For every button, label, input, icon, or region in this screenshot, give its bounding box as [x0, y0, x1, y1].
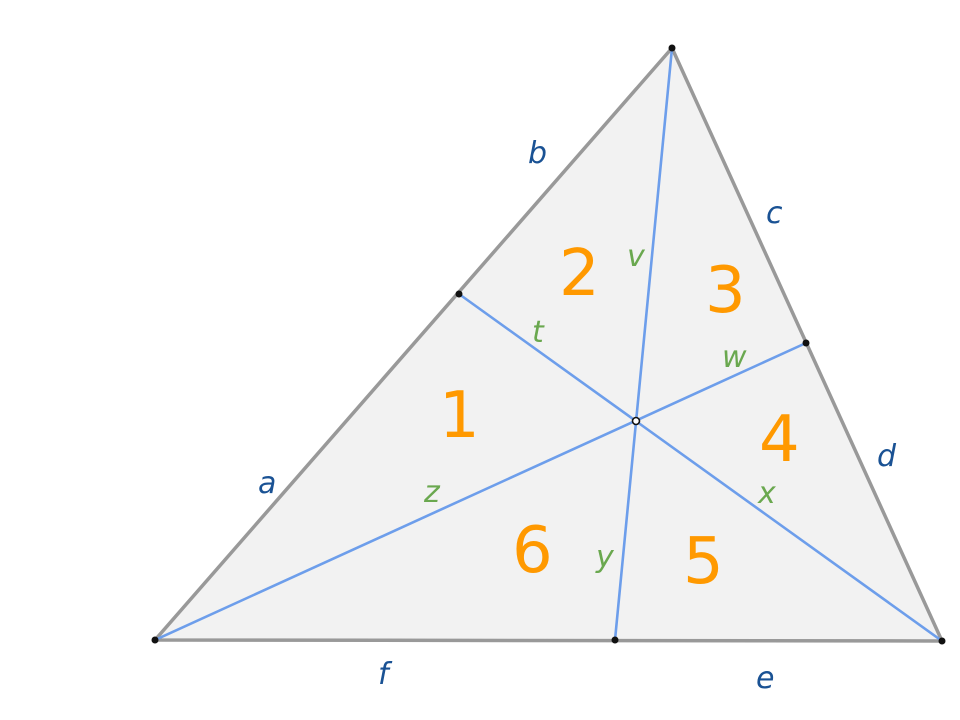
region-label-3: 3	[705, 254, 746, 328]
side-label-f: f	[378, 657, 393, 692]
region-label-6: 6	[512, 514, 553, 588]
segment-label-v: v	[627, 239, 646, 274]
cevian-from-bottom-left-vertex	[153, 341, 808, 642]
segment-label-y: y	[595, 540, 615, 575]
region-label-4: 4	[759, 403, 800, 477]
side-label-d: d	[877, 439, 897, 474]
vertex-top	[668, 44, 676, 52]
segment-label-x: x	[757, 476, 776, 511]
side-label-c: c	[766, 196, 783, 231]
region-label-5: 5	[683, 525, 724, 599]
concurrency-point	[631, 416, 641, 426]
side-label-b: b	[528, 136, 547, 171]
foot-point-base	[611, 636, 619, 644]
vertex-bottom-right	[938, 637, 946, 645]
segment-label-w: w	[722, 340, 747, 375]
side-label-e: e	[756, 661, 774, 696]
segment-label-t: t	[532, 315, 545, 350]
foot-point-left-side	[455, 290, 463, 298]
region-label-1: 1	[439, 379, 480, 453]
segment-label-z: z	[423, 475, 441, 510]
cevian-from-bottom-right-vertex	[457, 292, 944, 643]
foot-point-right-side	[802, 339, 810, 347]
cevian-from-top-vertex	[613, 46, 674, 642]
side-label-a: a	[258, 466, 276, 501]
region-label-2: 2	[559, 237, 600, 311]
vertex-bottom-left	[151, 636, 159, 644]
